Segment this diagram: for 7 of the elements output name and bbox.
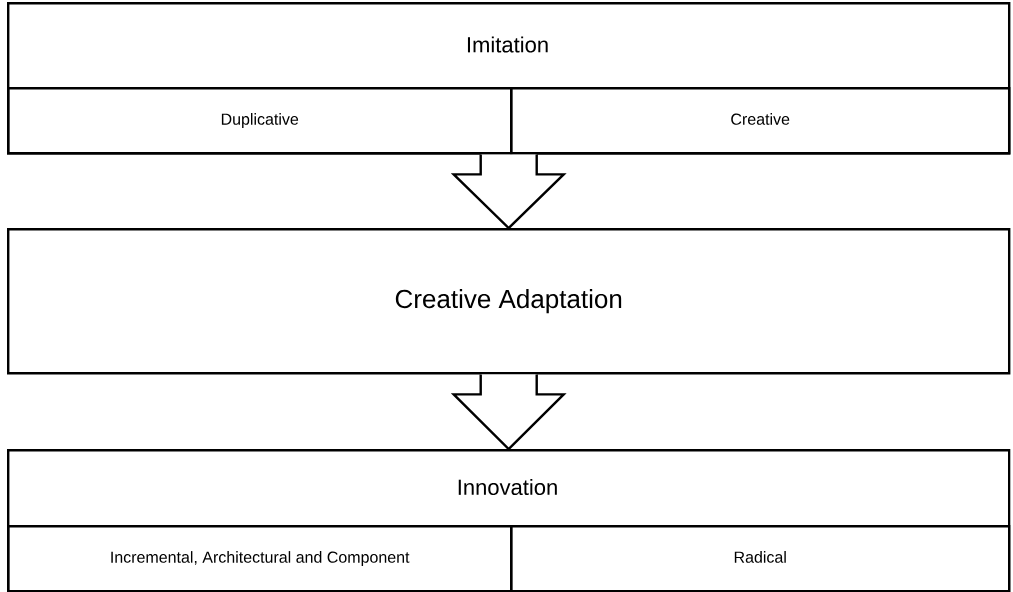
category-cell: Radical [510, 524, 1011, 592]
block-arrow [450, 153, 567, 230]
block-arrow [450, 373, 567, 451]
category-cell: Creative [510, 87, 1011, 155]
category-cell: Duplicative [7, 87, 513, 155]
process-box: Creative Adaptation [7, 228, 1011, 375]
category-cell: Incremental, Architectural and Component [7, 524, 513, 592]
